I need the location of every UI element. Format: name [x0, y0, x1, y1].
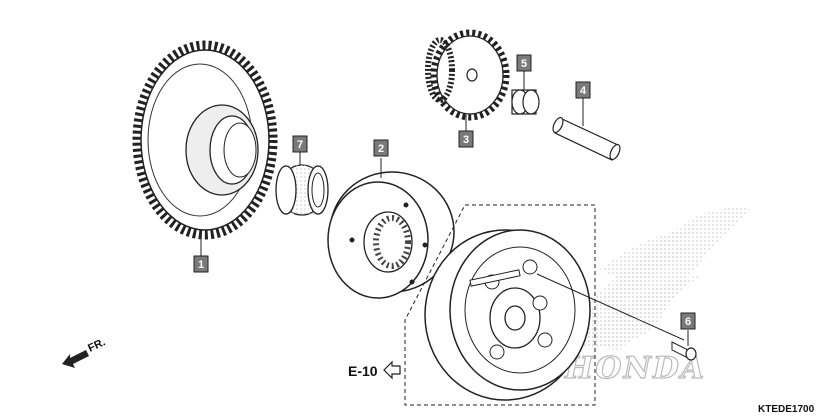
callout-3-label: 3	[463, 134, 469, 146]
callout-6: 6	[680, 312, 696, 330]
front-arrow-icon	[62, 350, 89, 368]
part-3-reduction-gear	[425, 29, 510, 131]
callout-5: 5	[516, 54, 532, 72]
callout-7: 7	[292, 135, 308, 153]
part-1-starter-driven-gear	[132, 40, 278, 256]
part-6-bolt	[671, 330, 697, 361]
honda-watermark-text: HONDA	[564, 351, 706, 386]
callout-2-label: 2	[378, 143, 384, 155]
part-7-needle-bearing	[275, 152, 329, 216]
diagram-code: KTEDE1700	[758, 404, 815, 415]
reference-label: E-10	[348, 363, 378, 379]
callout-3: 3	[458, 130, 474, 148]
front-label: FR.	[86, 336, 107, 354]
section-reference[interactable]: E-10	[348, 360, 401, 380]
honda-wing-logo: HONDA	[560, 207, 752, 387]
part-2-one-way-clutch	[327, 158, 455, 299]
callout-1: 1	[193, 255, 209, 273]
flywheel-assembly	[404, 204, 685, 406]
callout-2: 2	[373, 139, 389, 157]
callout-4: 4	[575, 81, 591, 99]
callout-7-label: 7	[297, 139, 303, 151]
reference-arrow-icon	[383, 360, 401, 380]
callout-4-label: 4	[580, 85, 587, 97]
part-5-collar	[511, 71, 540, 115]
callout-5-label: 5	[521, 58, 527, 70]
callout-1-label: 1	[198, 259, 204, 271]
front-direction-marker: FR.	[62, 336, 107, 368]
part-4-shaft	[552, 98, 621, 161]
callout-6-label: 6	[685, 316, 691, 328]
